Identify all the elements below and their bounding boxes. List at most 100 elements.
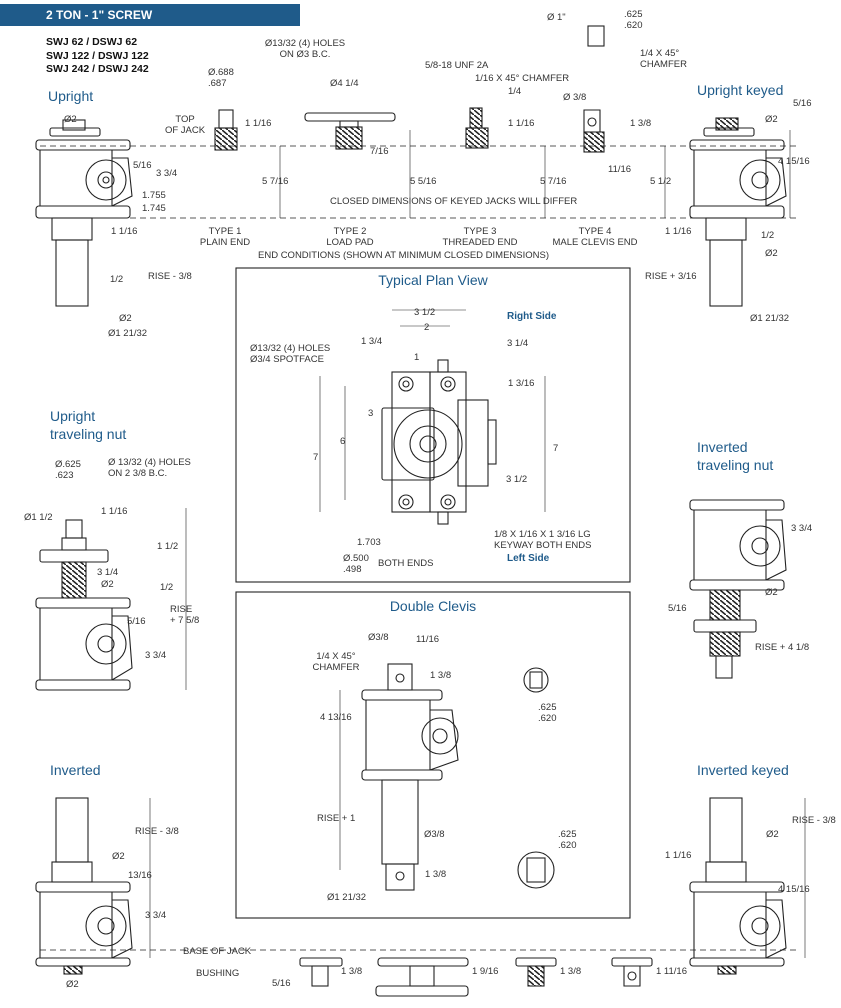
label-line: THREADED END: [442, 237, 518, 248]
double-clevis-title: Double Clevis: [389, 598, 477, 614]
dim-plan-2: 2: [424, 322, 430, 333]
dim-itn-d2: Ø2: [765, 587, 778, 598]
dim-five-16-left: 5/16: [133, 160, 152, 171]
dim-seven-16: 7/16: [370, 146, 389, 157]
dim-1-1-16-keyed: 1 1/16: [665, 226, 692, 237]
bushing-row-drawing: [299, 957, 653, 997]
dim-5-7-16-b: 5 7/16: [540, 176, 567, 187]
dim-1-1-16-type3: 1 1/16: [508, 118, 535, 129]
dim-itn-five-16: 5/16: [668, 603, 687, 614]
view-title-inverted-keyed: Inverted keyed: [697, 762, 789, 778]
dim-dc-1-3-8-low: 1 3/8: [425, 869, 447, 880]
dim-bush-1-3-8-b: 1 3/8: [560, 966, 582, 977]
tol-line: Ø.500: [343, 553, 369, 564]
title-line: Inverted: [697, 439, 748, 455]
right-side-label: Right Side: [507, 311, 557, 322]
double-clevis-drawing: [361, 663, 555, 891]
dim-plan-3-1-2-v: 3 1/2: [506, 474, 528, 485]
upright-keyed-jack-drawing: [689, 117, 787, 307]
view-title-upright-keyed: Upright keyed: [697, 82, 784, 98]
label-line: Ø 13/32 (4) HOLES: [108, 457, 191, 468]
dim-1-3-8-type4: 1 3/8: [630, 118, 652, 129]
dim-tn-1-1-16: 1 1/16: [101, 506, 128, 517]
dim-dc-d3-8-low: Ø3/8: [424, 829, 445, 840]
inverted-jack-drawing: [35, 797, 133, 975]
label-line: TOP: [175, 114, 195, 125]
dim-half-keyed: 1/2: [761, 230, 775, 241]
view-title-inverted-traveling-nut: Inverted traveling nut: [697, 438, 773, 474]
dim-dc-tol-top: .625.620: [538, 702, 557, 724]
page-title: 2 TON - 1" SCREW: [0, 4, 300, 26]
dim-tn-five-16: 5/16: [127, 616, 146, 627]
label-line: 1/4 X 45°: [316, 651, 356, 662]
closed-dimensions-note: CLOSED DIMENSIONS OF KEYED JACKS WILL DI…: [330, 196, 578, 207]
upright-traveling-nut-drawing: [35, 519, 133, 691]
tol-line: .620: [558, 840, 577, 851]
dim-dc-4-13-16: 4 13/16: [320, 712, 352, 723]
view-title-inverted: Inverted: [50, 762, 101, 778]
dim-plan-7-left: 7: [313, 452, 319, 463]
inverted-keyed-jack-drawing: [689, 797, 787, 975]
dim-plan-both-ends: BOTH ENDS: [378, 558, 434, 569]
dim-rise-plus: RISE + 3/16: [645, 271, 697, 282]
dim-4-15-16-top: 4 15/16: [778, 156, 810, 167]
dim-dc-rise: RISE + 1: [317, 813, 356, 824]
dim-ik-1-1-16: 1 1/16: [665, 850, 692, 861]
dim-plan-3: 3: [368, 408, 374, 419]
type2-load-pad-drawing: [304, 112, 396, 150]
dim-three-3-4: 3 3/4: [156, 168, 178, 179]
plan-view-drawing: [381, 359, 497, 525]
model-list: SWJ 62 / DSWJ 62 SWJ 122 / DSWJ 122 SWJ …: [46, 36, 149, 77]
dim-plan-1-3-16: 1 3/16: [508, 378, 535, 389]
dim-dc-1-3-8-top: 1 3/8: [430, 670, 452, 681]
label-line: 1/8 X 1/16 X 1 3/16 LG: [494, 529, 591, 540]
dim-1-1-16-type1: 1 1/16: [245, 118, 272, 129]
label-line: OF JACK: [164, 125, 206, 136]
dim-plan-1-3-4: 1 3/4: [361, 336, 383, 347]
dim-d3-8: Ø 3/8: [563, 92, 587, 103]
dim-tol-top: .625.620: [624, 9, 643, 31]
dim-dc-d1-21-32: Ø1 21/32: [327, 892, 367, 903]
dim-5-1-2: 5 1/2: [650, 176, 672, 187]
dim-5-5-16: 5 5/16: [410, 176, 437, 187]
label-line: KEYWAY BOTH ENDS: [494, 540, 592, 551]
dim-itn-3-3-4: 3 3/4: [791, 523, 813, 534]
base-of-jack-label: BASE OF JACK: [183, 946, 252, 957]
dim-dc-tol-low: .625.620: [558, 829, 577, 851]
dim-d1-21-32-keyed: Ø1 21/32: [750, 313, 790, 324]
bushing-label: BUSHING: [196, 968, 240, 979]
dim-d4-1-4: Ø4 1/4: [330, 78, 359, 89]
label-line: CHAMFER: [312, 662, 360, 673]
title-line: traveling nut: [697, 457, 774, 473]
type4-clevis-end-drawing: [583, 25, 605, 153]
dim-eleven-16: 11/16: [608, 164, 632, 175]
label-line: Ø3/4 SPOTFACE: [250, 354, 324, 365]
label-line: CHAMFER: [640, 59, 687, 70]
type2-label: TYPE 2 LOAD PAD: [310, 226, 390, 248]
model-line: SWJ 62 / DSWJ 62: [46, 36, 138, 48]
dim-chamfer-quarter: 1/4 X 45°CHAMFER: [640, 48, 687, 70]
dim-plan-shaft: Ø.500.498: [343, 553, 369, 575]
label-line: MALE CLEVIS END: [552, 237, 638, 248]
upright-jack-drawing: [35, 119, 133, 307]
dim-five-16-top: 5/16: [793, 98, 812, 109]
label-line: TYPE 2: [333, 226, 367, 237]
dim-inv-d2-low: Ø2: [66, 979, 79, 990]
view-title-upright-traveling-nut: Upright traveling nut: [50, 407, 126, 443]
tol-line: .687: [208, 78, 227, 89]
dim-half-upright: 1/2: [110, 274, 124, 285]
dim-thread: 5/8-18 UNF 2A: [425, 60, 489, 71]
tol-line: .620: [624, 20, 643, 31]
dim-dc-chamfer: 1/4 X 45°CHAMFER: [306, 651, 366, 673]
dim-d2-keyed-lower: Ø2: [765, 248, 778, 259]
dim-d2-upright-lower: Ø2: [119, 313, 132, 324]
title-line: Upright: [50, 408, 96, 424]
dim-tn-3-1-4: 3 1/4: [97, 567, 119, 578]
dim-5-7-16-a: 5 7/16: [262, 176, 289, 187]
left-side-label: Left Side: [507, 553, 550, 564]
model-line: SWJ 242 / DSWJ 242: [46, 63, 149, 75]
